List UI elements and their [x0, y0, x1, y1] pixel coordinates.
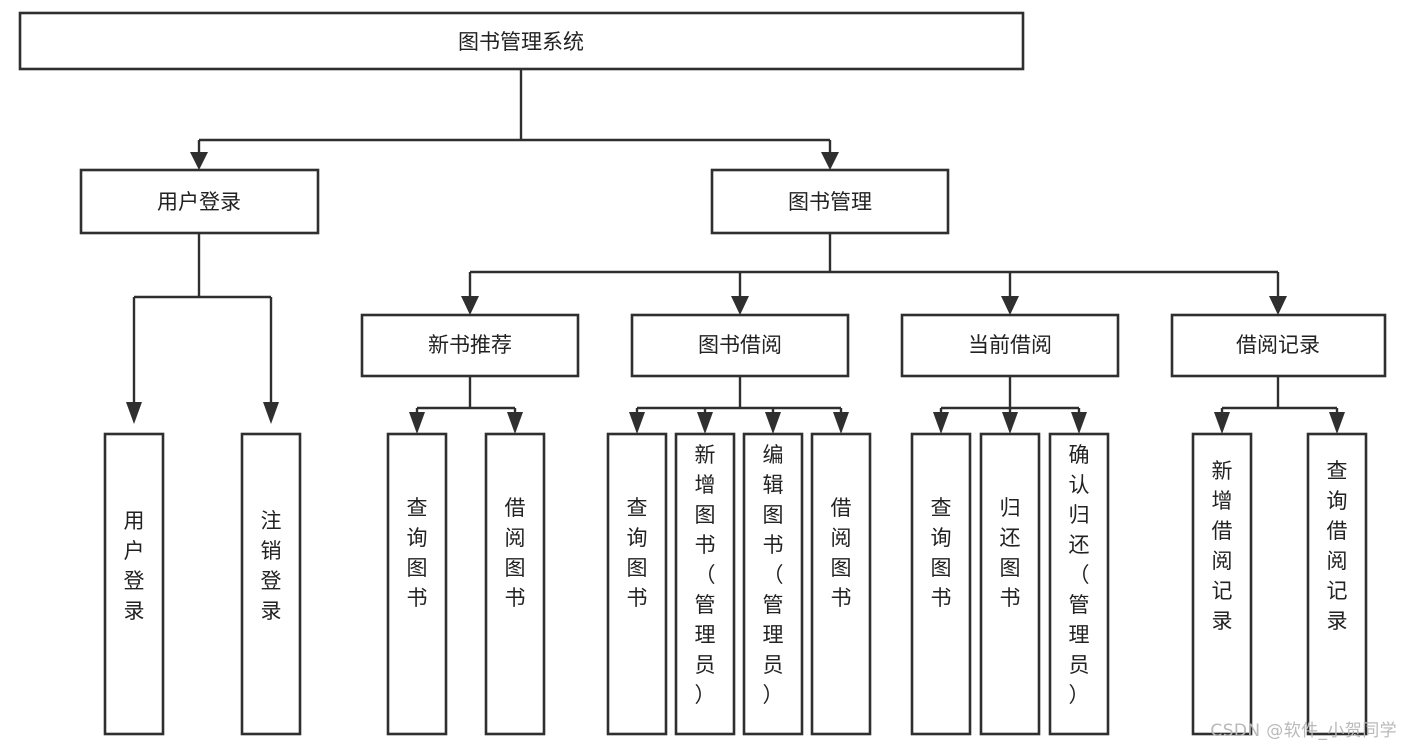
node-book-management-label: 图书管理 — [788, 190, 872, 214]
leaf-user-login-box[interactable] — [103, 432, 165, 736]
leaf-newbook-borrow-label: 借阅图书 — [505, 496, 526, 610]
leaf-logout-box[interactable] — [240, 432, 302, 736]
node-current-borrow-label: 当前借阅 — [968, 333, 1052, 357]
leaf-current-query-label: 查询图书 — [931, 496, 952, 610]
leaf-current-return-label: 归还图书 — [1000, 496, 1021, 610]
leaf-newbook-borrow-box[interactable] — [484, 432, 546, 736]
leaf-node[interactable]: 查询图书 — [606, 432, 668, 736]
arrow-new-book-leaf-2 — [507, 412, 523, 434]
leaf-borrow-add-label: 新增图书（管理员） — [695, 443, 716, 707]
csdn-watermark: CSDN @软件_小贺同学 — [1210, 721, 1397, 741]
leaf-newbook-query-box[interactable] — [386, 432, 448, 736]
arrow-user-login-leaf-1 — [126, 402, 142, 424]
arrow-root-to-user-login — [190, 152, 208, 170]
leaf-current-confirm-label: 确认归还（管理员） — [1069, 443, 1090, 707]
leaf-borrow-edit-label: 编辑图书（管理员） — [763, 443, 784, 707]
leaf-node[interactable]: 查询借阅记录 — [1306, 432, 1368, 736]
arrow-book-mgmt-to-current-borrow — [1001, 296, 1019, 315]
arrow-root-to-book-mgmt — [821, 152, 839, 170]
arrow-borrow-record-leaf-2 — [1329, 412, 1345, 434]
node-root-box[interactable] — [18, 11, 1025, 71]
arrow-book-borrow-leaf-1 — [629, 412, 645, 434]
node-new-book-recommend-box[interactable] — [360, 313, 580, 378]
arrow-current-borrow-leaf-2 — [1002, 412, 1018, 434]
node-root[interactable]: 图书管理系统 — [18, 11, 1025, 71]
arrow-current-borrow-leaf-3 — [1071, 412, 1087, 434]
leaf-borrow-add-box[interactable] — [674, 432, 736, 736]
arrow-book-borrow-leaf-2 — [697, 412, 713, 434]
node-book-management[interactable]: 图书管理 — [710, 168, 950, 235]
arrow-book-mgmt-to-borrow-record — [1269, 296, 1287, 315]
node-book-borrow[interactable]: 图书借阅 — [630, 313, 850, 378]
node-new-book-recommend-label: 新书推荐 — [428, 333, 512, 357]
leaf-borrow-edit-box[interactable] — [742, 432, 804, 736]
arrow-book-borrow-leaf-4 — [833, 412, 849, 434]
leaf-record-query-box[interactable] — [1306, 432, 1368, 736]
leaf-node[interactable]: 编辑图书（管理员） — [742, 432, 804, 736]
leaf-borrow-query-label: 查询图书 — [627, 496, 648, 610]
leaf-node[interactable]: 用户登录 — [103, 432, 165, 736]
node-current-borrow[interactable]: 当前借阅 — [900, 313, 1120, 378]
node-book-management-box[interactable] — [710, 168, 950, 235]
arrow-user-login-leaf-2 — [263, 402, 279, 424]
leaf-record-add-box[interactable] — [1191, 432, 1253, 736]
arrow-book-borrow-leaf-3 — [765, 412, 781, 434]
node-book-borrow-label: 图书借阅 — [698, 333, 782, 357]
arrow-book-mgmt-to-new-book — [461, 296, 479, 315]
leaf-node[interactable]: 借阅图书 — [484, 432, 546, 736]
node-borrow-record[interactable]: 借阅记录 — [1170, 313, 1387, 378]
arrow-new-book-leaf-1 — [409, 412, 425, 434]
leaf-newbook-query-label: 查询图书 — [407, 496, 428, 610]
node-user-login-label: 用户登录 — [157, 190, 241, 214]
node-user-login-box[interactable] — [79, 168, 320, 235]
arrow-borrow-record-leaf-1 — [1214, 412, 1230, 434]
node-new-book-recommend[interactable]: 新书推荐 — [360, 313, 580, 378]
arrow-current-borrow-leaf-1 — [933, 412, 949, 434]
node-root-label: 图书管理系统 — [458, 30, 584, 54]
leaf-record-query-label: 查询借阅记录 — [1327, 459, 1348, 633]
leaf-node[interactable]: 查询图书 — [386, 432, 448, 736]
leaf-node[interactable]: 借阅图书 — [810, 432, 872, 736]
leaf-borrow-book-label: 借阅图书 — [831, 496, 852, 610]
arrow-book-mgmt-to-book-borrow — [731, 296, 749, 315]
leaf-current-confirm-box[interactable] — [1048, 432, 1110, 736]
leaf-current-return-box[interactable] — [979, 432, 1041, 736]
leaf-node[interactable]: 确认归还（管理员） — [1048, 432, 1110, 736]
node-borrow-record-label: 借阅记录 — [1236, 333, 1320, 357]
leaf-node[interactable]: 查询图书 — [910, 432, 972, 736]
leaf-current-query-box[interactable] — [910, 432, 972, 736]
leaf-record-add-label: 新增借阅记录 — [1212, 459, 1233, 633]
node-current-borrow-box[interactable] — [900, 313, 1120, 378]
leaf-node[interactable]: 归还图书 — [979, 432, 1041, 736]
leaf-node[interactable]: 新增图书（管理员） — [674, 432, 736, 736]
leaf-user-login-label: 用户登录 — [124, 509, 145, 623]
node-user-login[interactable]: 用户登录 — [79, 168, 320, 235]
node-borrow-record-box[interactable] — [1170, 313, 1387, 378]
node-book-borrow-box[interactable] — [630, 313, 850, 378]
leaf-logout-label: 注销登录 — [261, 509, 282, 623]
leaf-node[interactable]: 新增借阅记录 — [1191, 432, 1253, 736]
connector-layer — [126, 69, 1345, 434]
leaf-borrow-book-box[interactable] — [810, 432, 872, 736]
leaf-node[interactable]: 注销登录 — [240, 432, 302, 736]
leaf-borrow-query-box[interactable] — [606, 432, 668, 736]
